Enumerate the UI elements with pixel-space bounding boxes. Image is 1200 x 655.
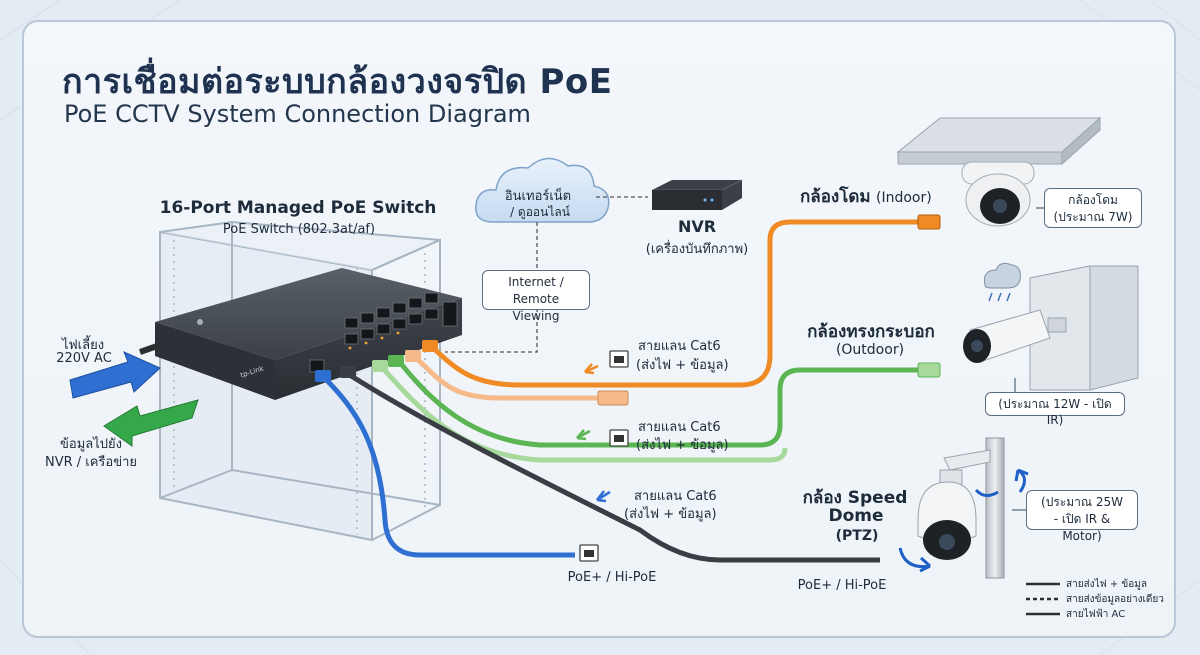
data-out-arrow: [103, 399, 199, 447]
camera-dome-note-line2: (ประมาณ 7W): [1053, 210, 1133, 224]
camera-ptz-note-line2: - เปิด IR & Motor): [1053, 512, 1111, 543]
cable-blue: [316, 370, 575, 558]
cable-label-2-sub: (ส่งไฟ + ข้อมูล): [636, 438, 729, 453]
camera-dome-title: กล้องโดม (Indoor): [800, 183, 932, 210]
cable-label-1-sub: (ส่งไฟ + ข้อมูล): [636, 358, 729, 373]
power-in-label: ไฟเลี้ยง: [61, 338, 105, 353]
legend-lines: [1026, 582, 1060, 616]
poe-label-right: PoE+ / Hi-PoE: [797, 578, 887, 593]
nvr-subtitle: (เครื่องบันทึกภาพ): [645, 242, 749, 257]
poe-label-left: PoE+ / Hi-PoE: [567, 570, 657, 585]
nvr-icon: [652, 179, 743, 210]
camera-bullet-type: (Outdoor): [835, 342, 905, 358]
camera-dome-note-line1: กล้องโดม: [1068, 193, 1118, 207]
cable-black: [343, 369, 880, 563]
data-only-line: [445, 196, 648, 353]
cable-label-3: สายแลน Cat6: [634, 489, 717, 504]
dome-camera: [896, 116, 1102, 227]
data-out-target: NVR / เครือข่าย: [44, 455, 138, 470]
legend-power-data: สายส่งไฟ + ข้อมูล: [1066, 579, 1147, 590]
camera-ptz-note-line1: (ประมาณ 25W: [1041, 495, 1123, 509]
cable-plug: [315, 214, 941, 406]
cable-green-light: [378, 363, 788, 463]
camera-ptz-type: (PTZ): [835, 528, 879, 544]
cable-orange: [428, 219, 920, 388]
cable-orange-light: [411, 353, 600, 401]
cloud-label: อินเทอร์เน็ต: [504, 189, 572, 204]
title-thai: การเชื่อมต่อระบบกล้องวงจรปิด PoE: [62, 62, 613, 102]
ptz-camera: [898, 437, 1029, 579]
cable-green: [396, 358, 920, 448]
camera-bullet-name: กล้องทรงกระบอก: [807, 322, 935, 342]
data-out-label: ข้อมูลไปยัง: [60, 437, 122, 452]
title-english: PoE CCTV System Connection Diagram: [64, 100, 531, 128]
cable-label-2: สายแลน Cat6: [638, 420, 721, 435]
direction-arrow: [576, 363, 611, 503]
switch-subtitle: PoE Switch (802.3at/af): [222, 222, 376, 237]
cable-label-3-sub: (ส่งไฟ + ข้อมูล): [624, 507, 717, 522]
camera-ptz-name1: กล้อง Speed: [802, 488, 908, 508]
legend-ac: สายไฟฟ้า AC: [1066, 609, 1126, 620]
camera-ptz-note: (ประมาณ 25W - เปิด IR & Motor): [1026, 490, 1138, 543]
cloud-icon: [475, 157, 610, 223]
cable-label-1: สายแลน Cat6: [638, 339, 721, 354]
camera-dome-name: กล้องโดม: [800, 187, 871, 207]
switch-name: 16-Port Managed PoE Switch: [159, 198, 437, 218]
camera-dome-type: (Indoor): [876, 190, 932, 206]
poe-switch: [155, 268, 462, 400]
camera-bullet-note-line1: (ประมาณ 12W - เปิด IR): [998, 397, 1112, 427]
power-in-voltage: 220V AC: [56, 351, 112, 366]
camera-bullet-note: (ประมาณ 12W - เปิด IR): [985, 392, 1125, 427]
internet-box-line1: Internet /: [508, 275, 564, 289]
camera-ptz-name2: Dome: [828, 506, 884, 526]
bullet-camera: [963, 262, 1139, 391]
internet-box-line2: Remote Viewing: [512, 292, 560, 323]
camera-dome-note: กล้องโดม (ประมาณ 7W): [1044, 188, 1142, 228]
cloud-sublabel: / ดูออนไลน์: [510, 205, 570, 219]
power-in-arrow: [69, 351, 161, 399]
nvr-name: NVR: [677, 217, 717, 236]
power-cord: [139, 342, 161, 355]
internet-remote-box: Internet / Remote Viewing: [482, 270, 590, 323]
legend-data-only: สายส่งข้อมูลอย่างเดียว: [1066, 594, 1164, 605]
